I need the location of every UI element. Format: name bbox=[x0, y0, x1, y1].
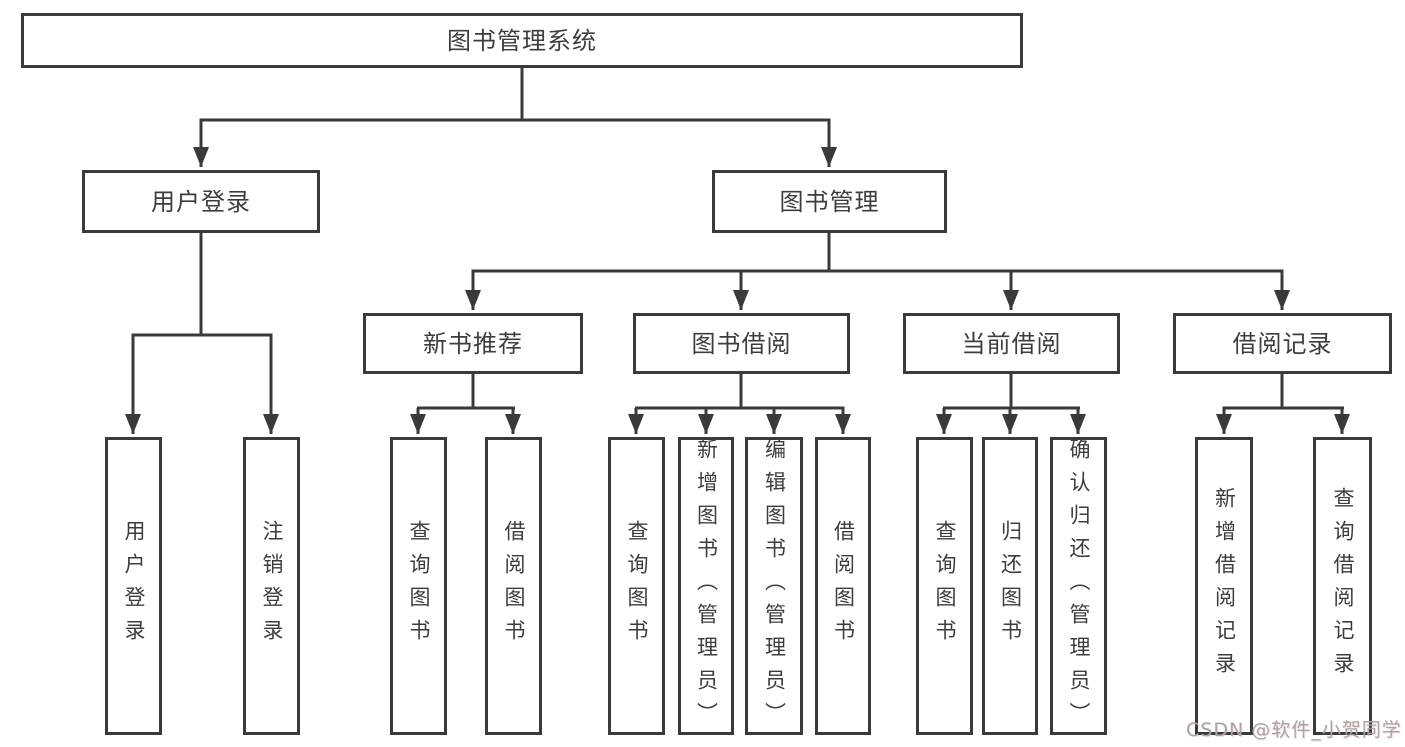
leaf-current-query-books-label: 查询图书 bbox=[933, 520, 958, 652]
leaf-add-borrow-record: 新增借阅记录 bbox=[1195, 437, 1253, 735]
leaf-recommend-borrow-books: 借阅图书 bbox=[485, 437, 542, 735]
node-library-system: 图书管理系统 bbox=[21, 13, 1023, 68]
leaf-current-query-books: 查询图书 bbox=[916, 437, 973, 735]
leaf-add-borrow-record-label: 新增借阅记录 bbox=[1212, 487, 1237, 685]
node-user-login: 用户登录 bbox=[82, 170, 320, 233]
leaf-user-login-label: 用户登录 bbox=[122, 520, 147, 652]
leaf-query-borrow-record: 查询借阅记录 bbox=[1313, 437, 1372, 735]
node-borrowing-records: 借阅记录 bbox=[1173, 313, 1392, 374]
leaf-edit-books-admin: 编辑图书（管理员） bbox=[745, 437, 803, 735]
leaf-return-books-label: 归还图书 bbox=[998, 520, 1023, 652]
leaf-return-books: 归还图书 bbox=[982, 437, 1038, 735]
leaf-add-books-admin-label: 新增图书（管理员） bbox=[694, 437, 719, 735]
node-current-borrowing: 当前借阅 bbox=[903, 313, 1120, 374]
leaf-add-books-admin: 新增图书（管理员） bbox=[678, 437, 734, 735]
node-book-borrowing: 图书借阅 bbox=[633, 313, 850, 374]
leaf-logout-label: 注销登录 bbox=[260, 520, 285, 652]
leaf-borrowing-borrow-books: 借阅图书 bbox=[815, 437, 871, 735]
leaf-logout: 注销登录 bbox=[243, 437, 300, 735]
leaf-edit-books-admin-label: 编辑图书（管理员） bbox=[762, 437, 787, 735]
leaf-query-borrow-record-label: 查询借阅记录 bbox=[1331, 487, 1356, 685]
node-new-book-recommend: 新书推荐 bbox=[363, 313, 583, 374]
leaf-user-login: 用户登录 bbox=[105, 437, 162, 735]
leaf-recommend-borrow-books-label: 借阅图书 bbox=[502, 520, 527, 652]
csdn-watermark: CSDN @软件_小贺同学 bbox=[1186, 719, 1402, 741]
leaf-recommend-query-books: 查询图书 bbox=[390, 437, 447, 735]
leaf-recommend-query-books-label: 查询图书 bbox=[407, 520, 432, 652]
node-book-management: 图书管理 bbox=[712, 170, 947, 233]
leaf-borrowing-query-books-label: 查询图书 bbox=[625, 520, 650, 652]
leaf-borrowing-borrow-books-label: 借阅图书 bbox=[831, 520, 856, 652]
leaf-borrowing-query-books: 查询图书 bbox=[608, 437, 665, 735]
leaf-confirm-return-admin-label: 确认归还（管理员） bbox=[1067, 437, 1092, 735]
leaf-confirm-return-admin: 确认归还（管理员） bbox=[1050, 437, 1107, 735]
